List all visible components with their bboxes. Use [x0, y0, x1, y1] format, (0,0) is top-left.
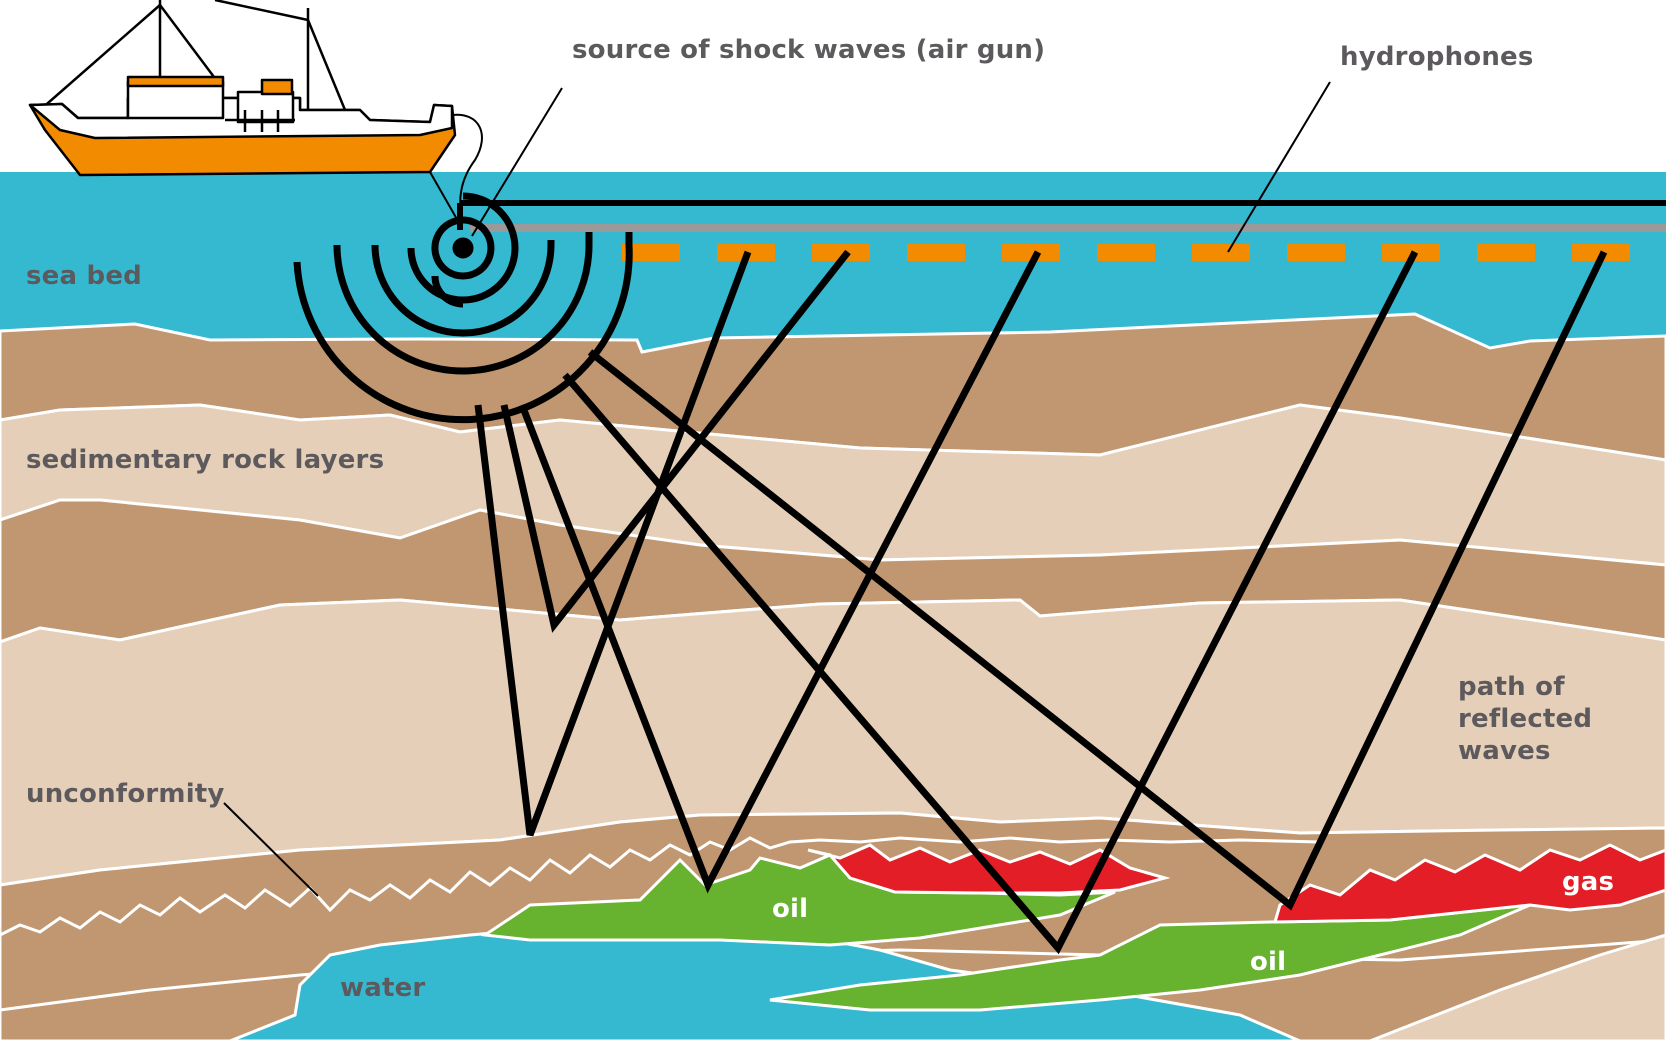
label-path-line2: reflected [1458, 704, 1592, 734]
survey-ship [28, 0, 457, 177]
label-water: water [340, 973, 425, 1003]
hydrophone [1097, 244, 1155, 261]
hydrophone [622, 244, 680, 261]
label-path-line1: path of [1458, 672, 1565, 702]
label-oil-left: oil [772, 894, 808, 924]
hydrophone [1477, 244, 1535, 261]
leader-lines [223, 81, 1331, 897]
hydrophone [1002, 244, 1060, 261]
gas-cap-right [1272, 843, 1666, 924]
tow-cable [451, 113, 483, 221]
label-gas: gas [1562, 867, 1614, 897]
label-air-gun: source of shock waves (air gun) [572, 35, 1045, 65]
hydrophone [1287, 244, 1345, 261]
hydrophone [907, 244, 965, 261]
hydrophone-array [622, 244, 1630, 261]
label-sedimentary: sedimentary rock layers [26, 445, 384, 475]
label-path-line3: waves [1458, 736, 1551, 766]
unconformity-surface [0, 836, 1321, 937]
sand-corner [1369, 933, 1666, 1041]
label-unconformity: unconformity [26, 779, 225, 809]
reflected-wave-paths [474, 249, 1608, 955]
hydrophone [812, 244, 870, 261]
hydrophone [1192, 244, 1250, 261]
label-hydrophones: hydrophones [1340, 42, 1534, 72]
label-oil-right: oil [1250, 947, 1286, 977]
label-sea-bed: sea bed [26, 261, 142, 291]
